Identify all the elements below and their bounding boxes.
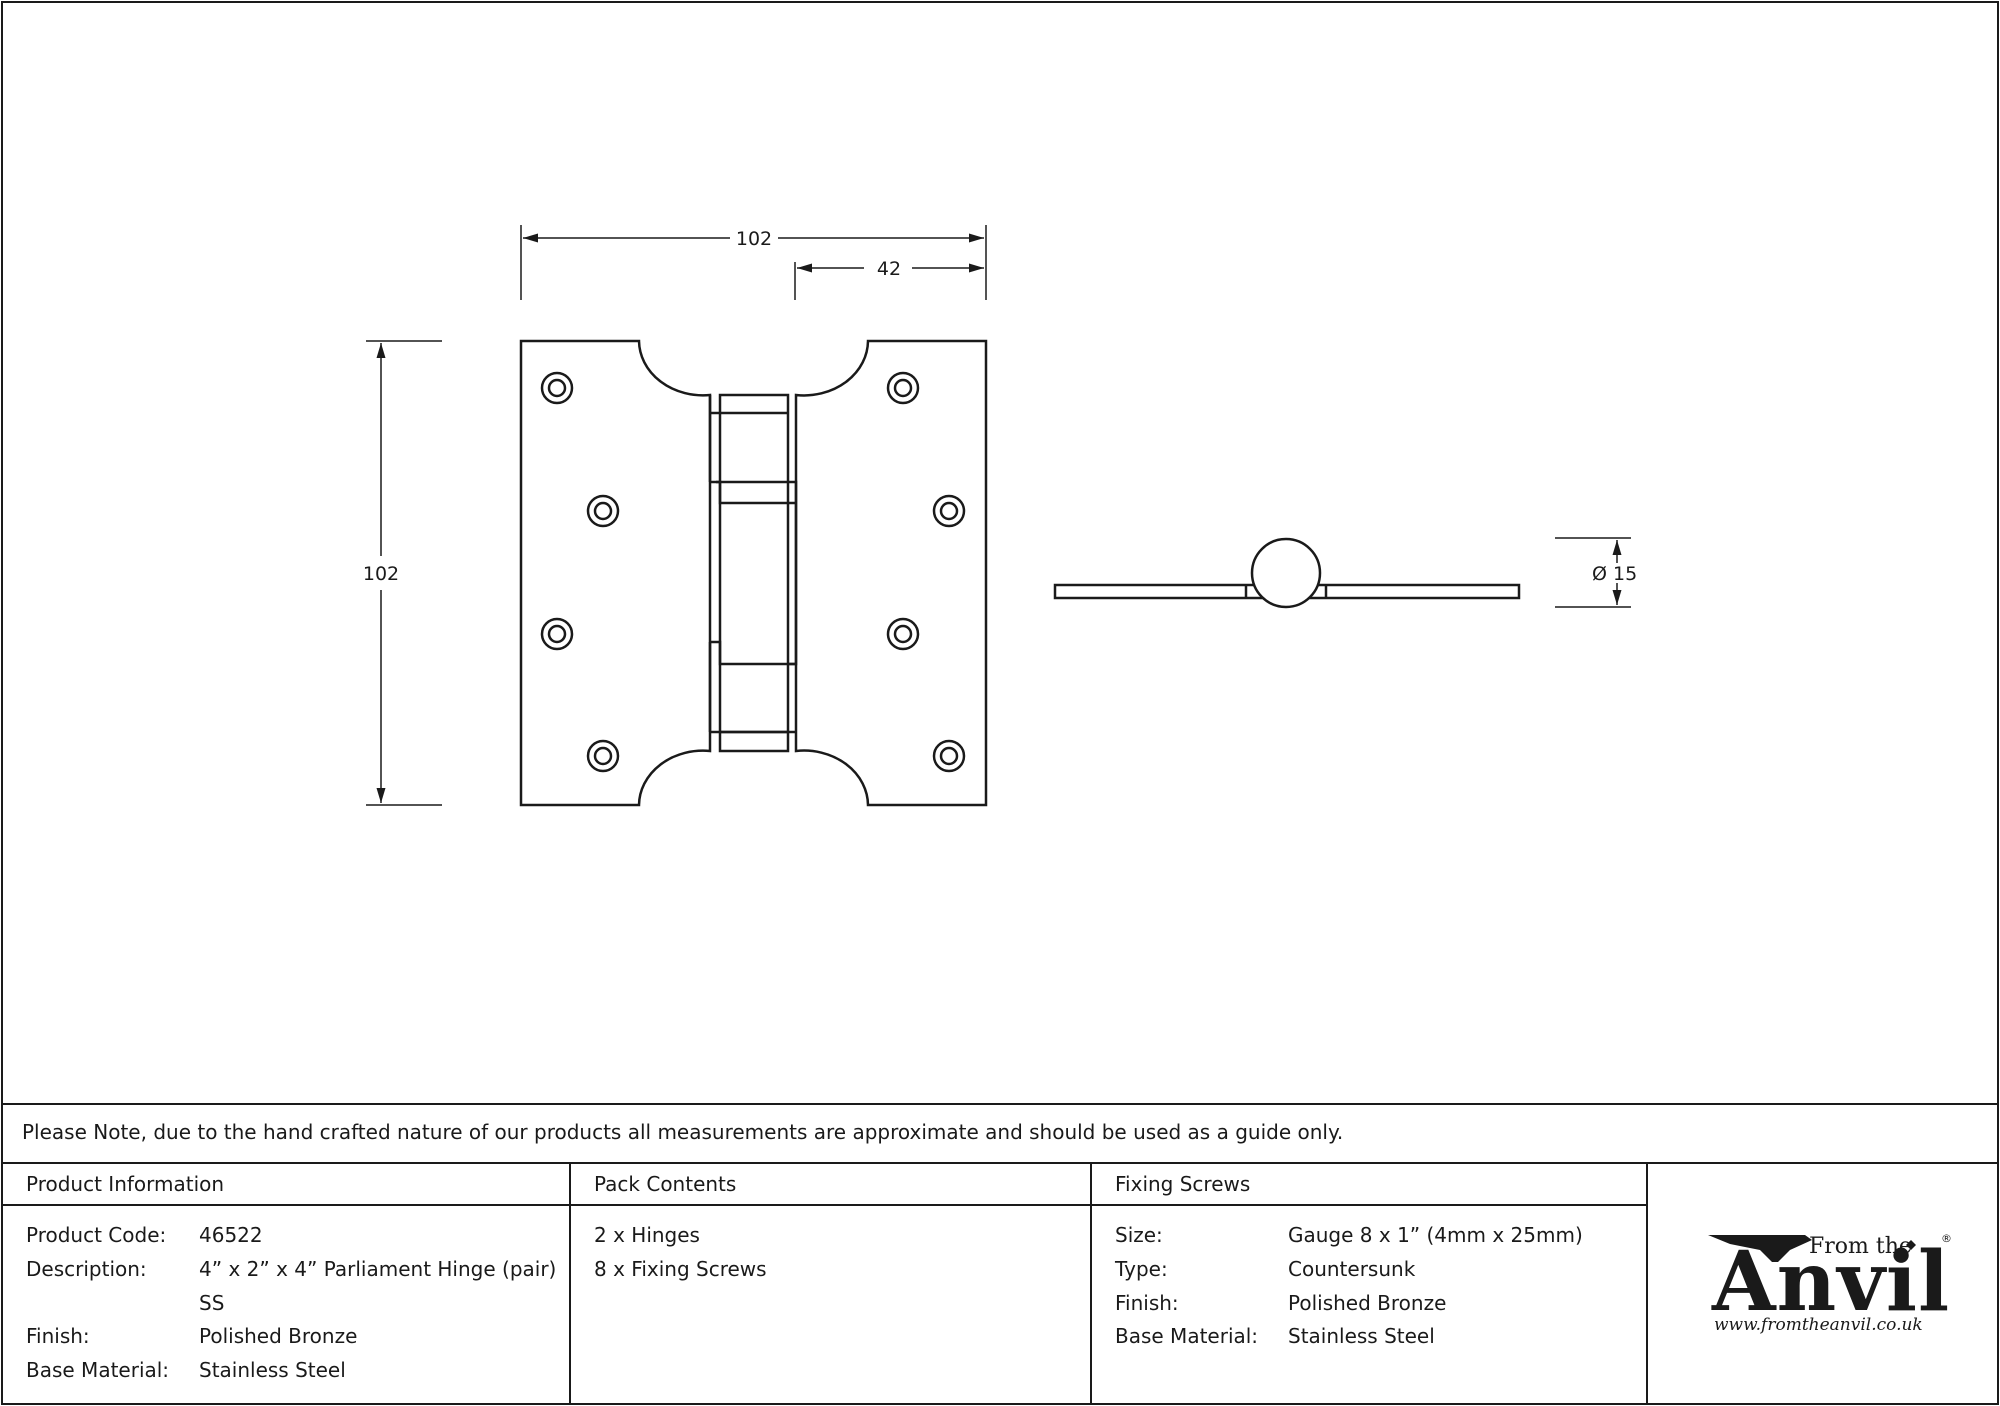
- logo-brand: Anvil: [1712, 1234, 1951, 1330]
- logo-from-the: From the: [1809, 1234, 1912, 1259]
- base-material-label: Base Material:: [26, 1358, 170, 1382]
- screw-hole-1: [540, 371, 574, 405]
- screw-base-material-value: Stainless Steel: [1288, 1324, 1435, 1348]
- fixing-screws-heading: Fixing Screws: [1115, 1172, 1251, 1196]
- pack-item-screws: 8 x Fixing Screws: [594, 1257, 767, 1281]
- height-label: 102: [363, 563, 399, 585]
- base-material-value: Stainless Steel: [199, 1358, 346, 1382]
- logo-registered-mark: ®: [1941, 1232, 1952, 1245]
- screw-size-value: Gauge 8 x 1” (4mm x 25mm): [1288, 1223, 1583, 1247]
- product-code-label: Product Code:: [26, 1223, 167, 1247]
- screw-type-label: Type:: [1115, 1257, 1168, 1281]
- screw-finish-value: Polished Bronze: [1288, 1291, 1447, 1315]
- screw-hole-4: [586, 739, 620, 773]
- dimension-leaf-width: [794, 262, 984, 300]
- hinge-side-view: [1053, 537, 1521, 609]
- screw-holes: [540, 371, 966, 773]
- screw-finish-label: Finish:: [1115, 1291, 1179, 1315]
- screw-hole-8: [932, 739, 966, 773]
- anvil-logo-icon: [1708, 1235, 1916, 1262]
- logo-url: www.fromtheanvil.co.uk: [1714, 1315, 1923, 1335]
- description-value: 4” x 2” x 4” Parliament Hinge (pair): [199, 1257, 557, 1281]
- finish-value: Polished Bronze: [199, 1324, 358, 1348]
- screw-hole-7: [886, 617, 920, 651]
- left-leaf-outline: [519, 339, 712, 807]
- overall-width-label: 102: [736, 228, 772, 250]
- pack-item-hinges: 2 x Hinges: [594, 1223, 700, 1247]
- screw-hole-2: [586, 494, 620, 528]
- dimension-knuckle-diameter: [1555, 537, 1631, 608]
- screw-hole-5: [886, 371, 920, 405]
- dimension-height: [366, 340, 442, 806]
- hinge-front-view: [519, 339, 988, 807]
- screw-hole-3: [540, 617, 574, 651]
- knuckle-column: [718, 393, 790, 753]
- description-label: Description:: [26, 1257, 147, 1281]
- product-information-heading: Product Information: [26, 1172, 225, 1196]
- screw-type-value: Countersunk: [1288, 1257, 1416, 1281]
- right-leaf-outline: [794, 339, 988, 807]
- product-code-value: 46522: [199, 1223, 263, 1247]
- dimension-overall-width: [520, 225, 987, 300]
- screw-base-material-label: Base Material:: [1115, 1324, 1259, 1348]
- leaf-width-label: 42: [877, 258, 901, 280]
- screw-hole-6: [932, 494, 966, 528]
- knuckle-diameter-label: Ø 15: [1592, 563, 1637, 585]
- screw-size-label: Size:: [1115, 1223, 1163, 1247]
- measurement-note: Please Note, due to the hand crafted nat…: [22, 1120, 1344, 1144]
- pack-contents-heading: Pack Contents: [594, 1172, 737, 1196]
- finish-label: Finish:: [26, 1324, 90, 1348]
- description-value-continued: SS: [199, 1291, 225, 1315]
- info-panel-grid: [2, 1103, 1998, 1404]
- knuckle-circle: [1250, 537, 1322, 609]
